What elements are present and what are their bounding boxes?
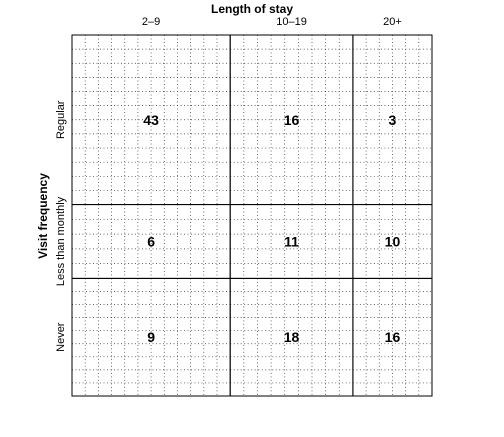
cell-value-label: 16 — [385, 329, 401, 345]
cell-value-label: 9 — [147, 329, 155, 345]
cell-grid — [72, 35, 231, 205]
cell-value-label: 10 — [385, 233, 401, 249]
cell-grid — [230, 204, 353, 279]
label-layer: Length of stay Visit frequency 43 16 3 6 11 1… — [36, 2, 402, 352]
cell-value-label: 11 — [284, 233, 299, 249]
x-tick-label: 20+ — [383, 16, 402, 28]
y-tick-label: Regular — [55, 100, 67, 139]
x-tick-label: 2–9 — [142, 16, 160, 28]
cell-grid — [230, 35, 353, 205]
plot-frame — [71, 34, 433, 397]
cell-value-label: 43 — [143, 112, 159, 128]
y-tick-label: Less than monthly — [55, 196, 67, 286]
cell-value-label: 16 — [284, 112, 300, 128]
cell-value-label: 3 — [389, 112, 397, 128]
y-axis-title: Visit frequency — [36, 173, 50, 259]
y-tick-label: Never — [55, 322, 67, 352]
cell-grid — [230, 278, 353, 396]
grid-layer — [72, 35, 432, 396]
cell-value-label: 18 — [284, 329, 300, 345]
cell-value-label: 6 — [147, 233, 155, 249]
x-axis-title: Length of stay — [211, 2, 293, 16]
x-tick-label: 10–19 — [276, 16, 307, 28]
cell-grid — [352, 35, 432, 205]
tile-layer — [71, 34, 433, 397]
